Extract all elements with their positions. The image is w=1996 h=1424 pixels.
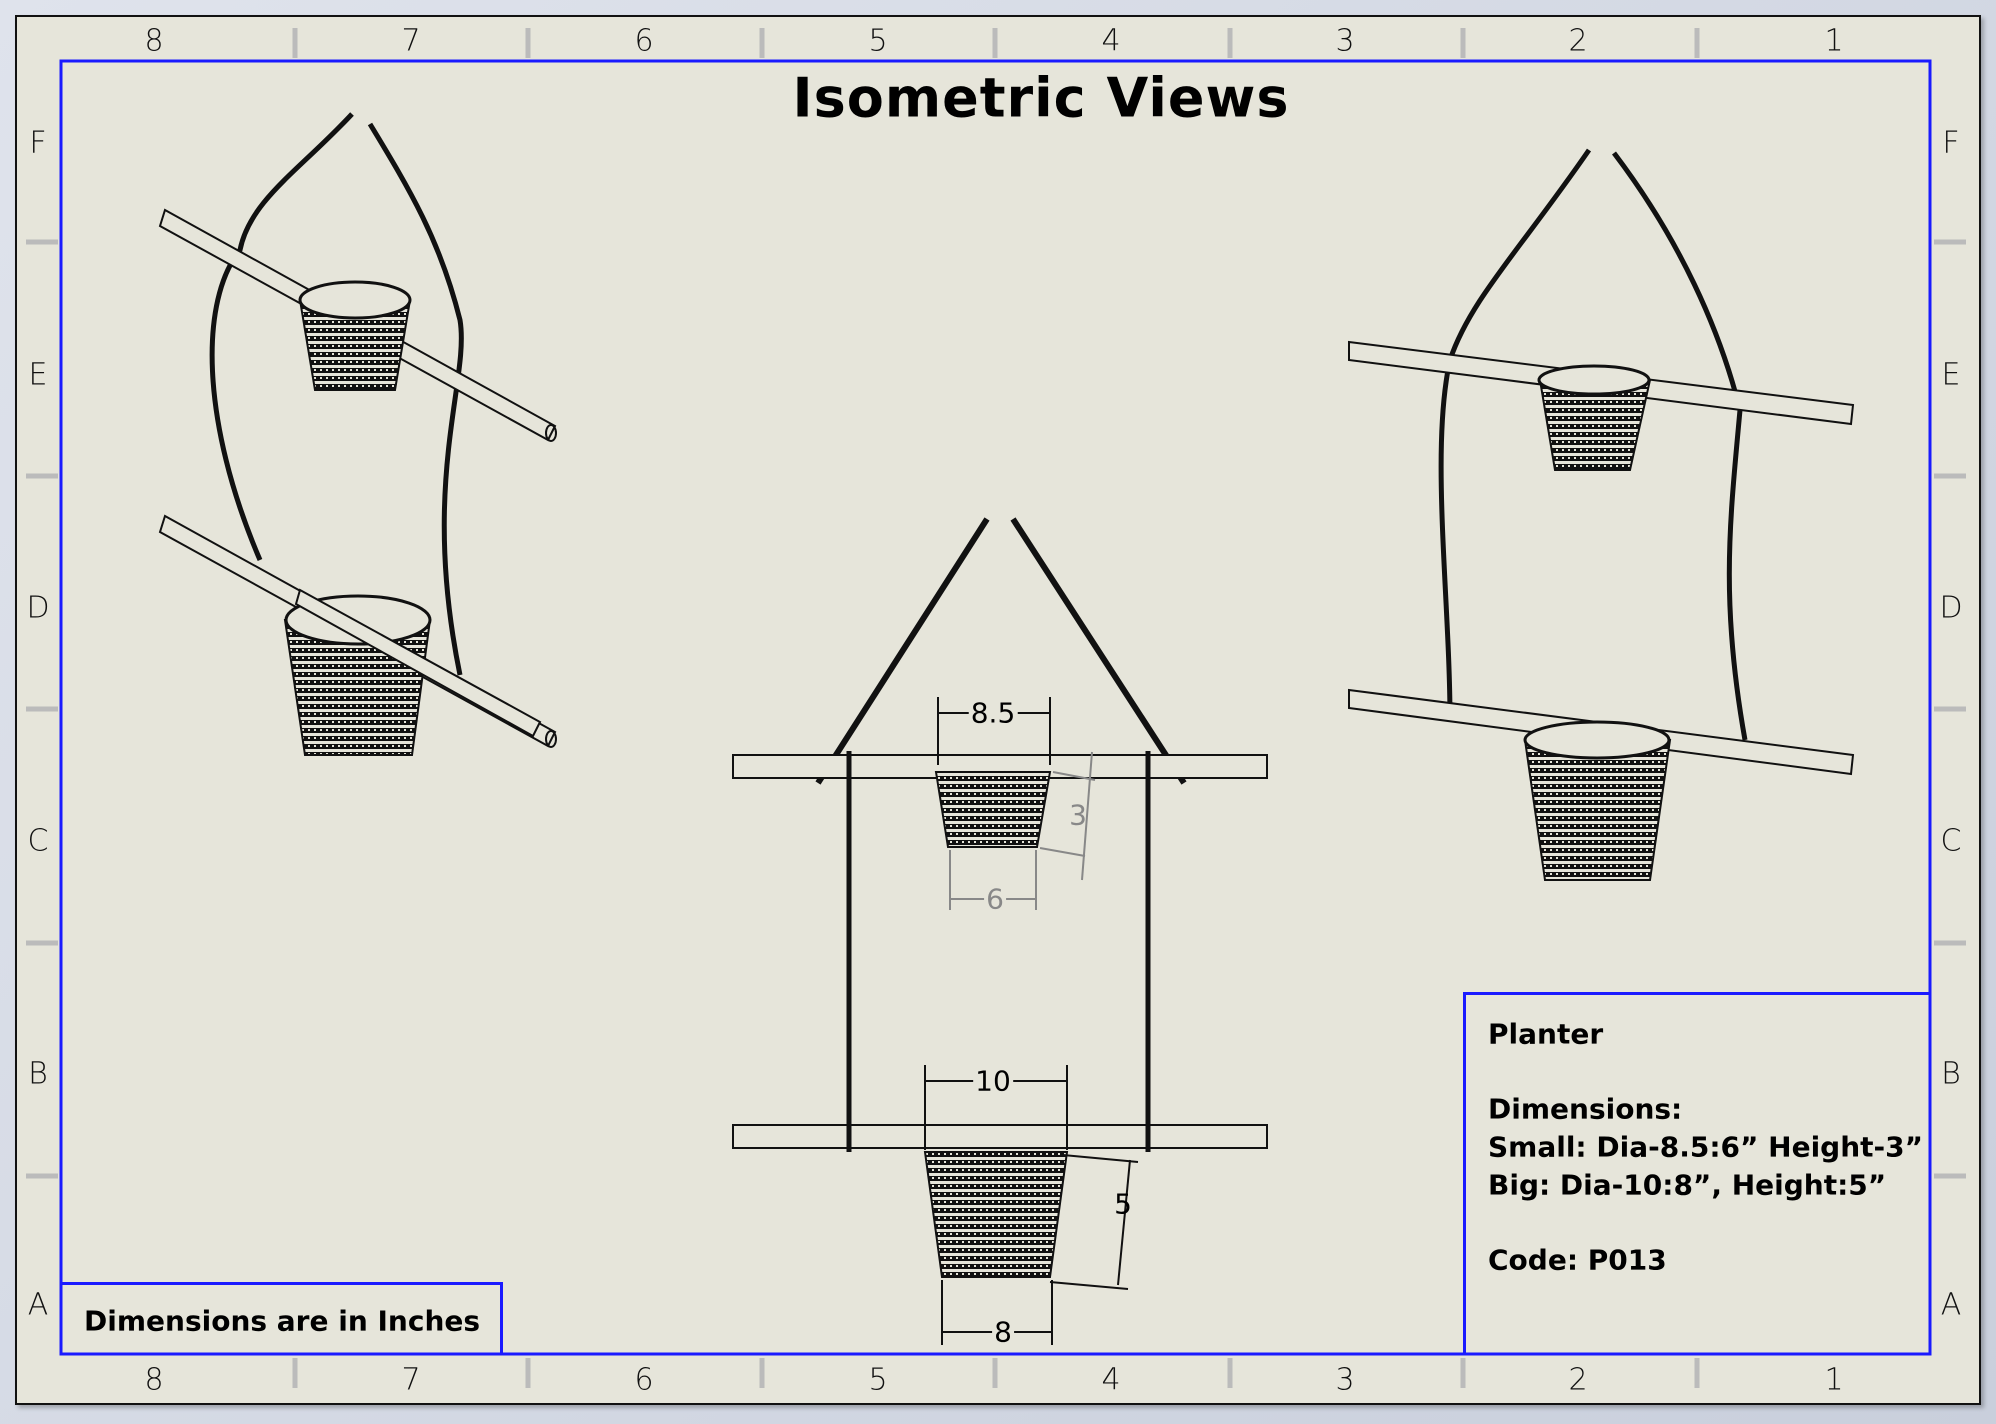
row-label: B xyxy=(1941,1056,1961,1092)
dimension-small-top-dia: 8.5 xyxy=(968,696,1018,730)
inner-frame xyxy=(59,59,1932,1356)
front-view xyxy=(732,517,1268,1345)
row-label: F xyxy=(29,125,47,161)
row-label: E xyxy=(1941,357,1961,393)
dimension-big-top-dia: 10 xyxy=(973,1064,1013,1098)
dimension-big-height: 5 xyxy=(1114,1187,1132,1221)
column-label: 5 xyxy=(868,23,888,59)
dimension-small-bottom-dia: 6 xyxy=(984,882,1006,916)
column-label: 6 xyxy=(634,1362,654,1398)
product-code: Code: P013 xyxy=(1488,1243,1667,1277)
row-label: B xyxy=(28,1056,48,1092)
product-name: Planter xyxy=(1488,1017,1604,1051)
column-label: 1 xyxy=(1824,23,1844,59)
column-label: 7 xyxy=(401,1362,421,1398)
dimension-small-height: 3 xyxy=(1069,798,1087,832)
right-isometric-view xyxy=(1348,148,1855,881)
column-label: 4 xyxy=(1101,23,1121,59)
dimension-big-bottom-dia: 8 xyxy=(992,1315,1014,1349)
column-label: 3 xyxy=(1335,1362,1355,1398)
column-label: 8 xyxy=(144,1362,164,1398)
column-label: 6 xyxy=(634,23,654,59)
dimensions-heading: Dimensions: xyxy=(1488,1092,1683,1126)
column-label: 2 xyxy=(1568,23,1588,59)
drawing-title: Isometric Views xyxy=(792,66,1290,130)
column-label: 5 xyxy=(868,1362,888,1398)
column-label: 1 xyxy=(1824,1362,1844,1398)
column-label: 3 xyxy=(1335,23,1355,59)
row-label: D xyxy=(1939,590,1963,626)
small-dimensions: Small: Dia-8.5:6” Height-3” xyxy=(1488,1130,1924,1164)
column-label: 2 xyxy=(1568,1362,1588,1398)
units-note: Dimensions are in Inches xyxy=(84,1304,481,1338)
row-label: D xyxy=(26,590,50,626)
column-label: 4 xyxy=(1101,1362,1121,1398)
row-label: F xyxy=(1942,125,1960,161)
row-label: E xyxy=(28,357,48,393)
column-label: 7 xyxy=(401,23,421,59)
left-isometric-view xyxy=(158,112,557,756)
zone-ticks xyxy=(26,28,1966,1388)
title-block xyxy=(1463,992,1931,1355)
row-label: C xyxy=(1940,823,1962,859)
units-note-box: Dimensions are in Inches xyxy=(61,1282,503,1355)
row-label: C xyxy=(27,823,49,859)
column-label: 8 xyxy=(144,23,164,59)
big-dimensions: Big: Dia-10:8”, Height:5” xyxy=(1488,1168,1887,1202)
row-label: A xyxy=(27,1287,49,1323)
row-label: A xyxy=(1940,1287,1962,1323)
